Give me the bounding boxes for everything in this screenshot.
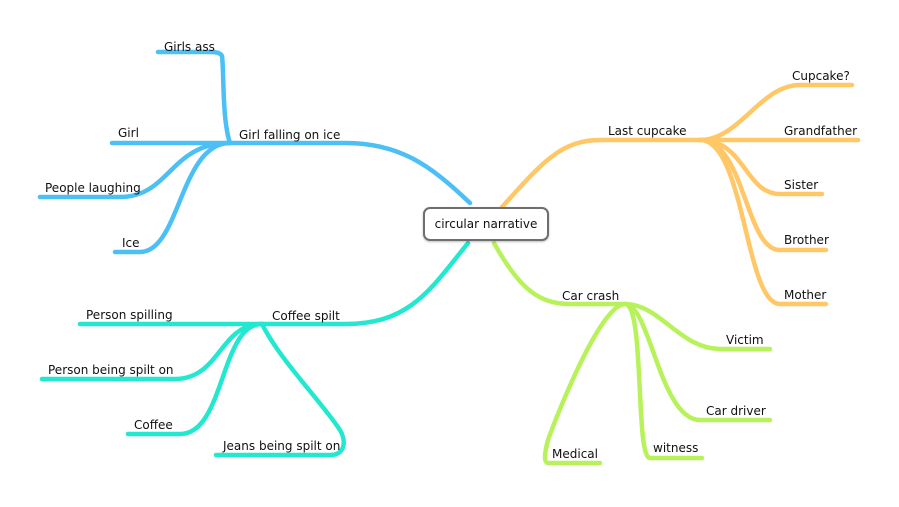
topic-car-crash[interactable]: Car crash (562, 289, 620, 303)
branch-last-cupcake-lines (499, 82, 861, 307)
topic-last-cupcake[interactable]: Last cupcake (608, 124, 687, 138)
central-topic-label: circular narrative (434, 217, 538, 231)
subtopic-ice[interactable]: Ice (122, 236, 140, 250)
subtopic-medical[interactable]: Medical (552, 447, 598, 461)
topic-girl-falling-on-ice[interactable]: Girl falling on ice (239, 128, 341, 142)
subtopic-mother[interactable]: Mother (784, 288, 827, 302)
subtopic-sister[interactable]: Sister (784, 178, 819, 192)
subtopic-cupcake[interactable]: Cupcake? (792, 69, 850, 83)
branch-car-crash-lines (491, 240, 773, 466)
central-topic-node[interactable]: circular narrative (423, 207, 549, 241)
subtopic-victim[interactable]: Victim (726, 333, 764, 347)
subtopic-grandfather[interactable]: Grandfather (784, 124, 858, 138)
branch-coffee-spilt-lines (39, 240, 471, 458)
subtopic-coffee[interactable]: Coffee (134, 418, 173, 432)
subtopic-person-being-spilt-on[interactable]: Person being spilt on (48, 363, 174, 377)
subtopic-people-laughing[interactable]: People laughing (45, 181, 141, 195)
subtopic-brother[interactable]: Brother (784, 233, 829, 247)
subtopic-girl[interactable]: Girl (118, 126, 139, 140)
subtopic-person-spilling[interactable]: Person spilling (86, 308, 173, 322)
subtopic-witness[interactable]: witness (653, 441, 699, 455)
branch-girl-falling-on-ice-lines (37, 49, 473, 255)
subtopic-car-driver[interactable]: Car driver (706, 404, 766, 418)
subtopic-girls-ass[interactable]: Girls ass (164, 40, 215, 54)
topic-coffee-spilt[interactable]: Coffee spilt (272, 309, 340, 323)
subtopic-jeans-being-spilt-on[interactable]: Jeans being spilt on (223, 439, 341, 453)
